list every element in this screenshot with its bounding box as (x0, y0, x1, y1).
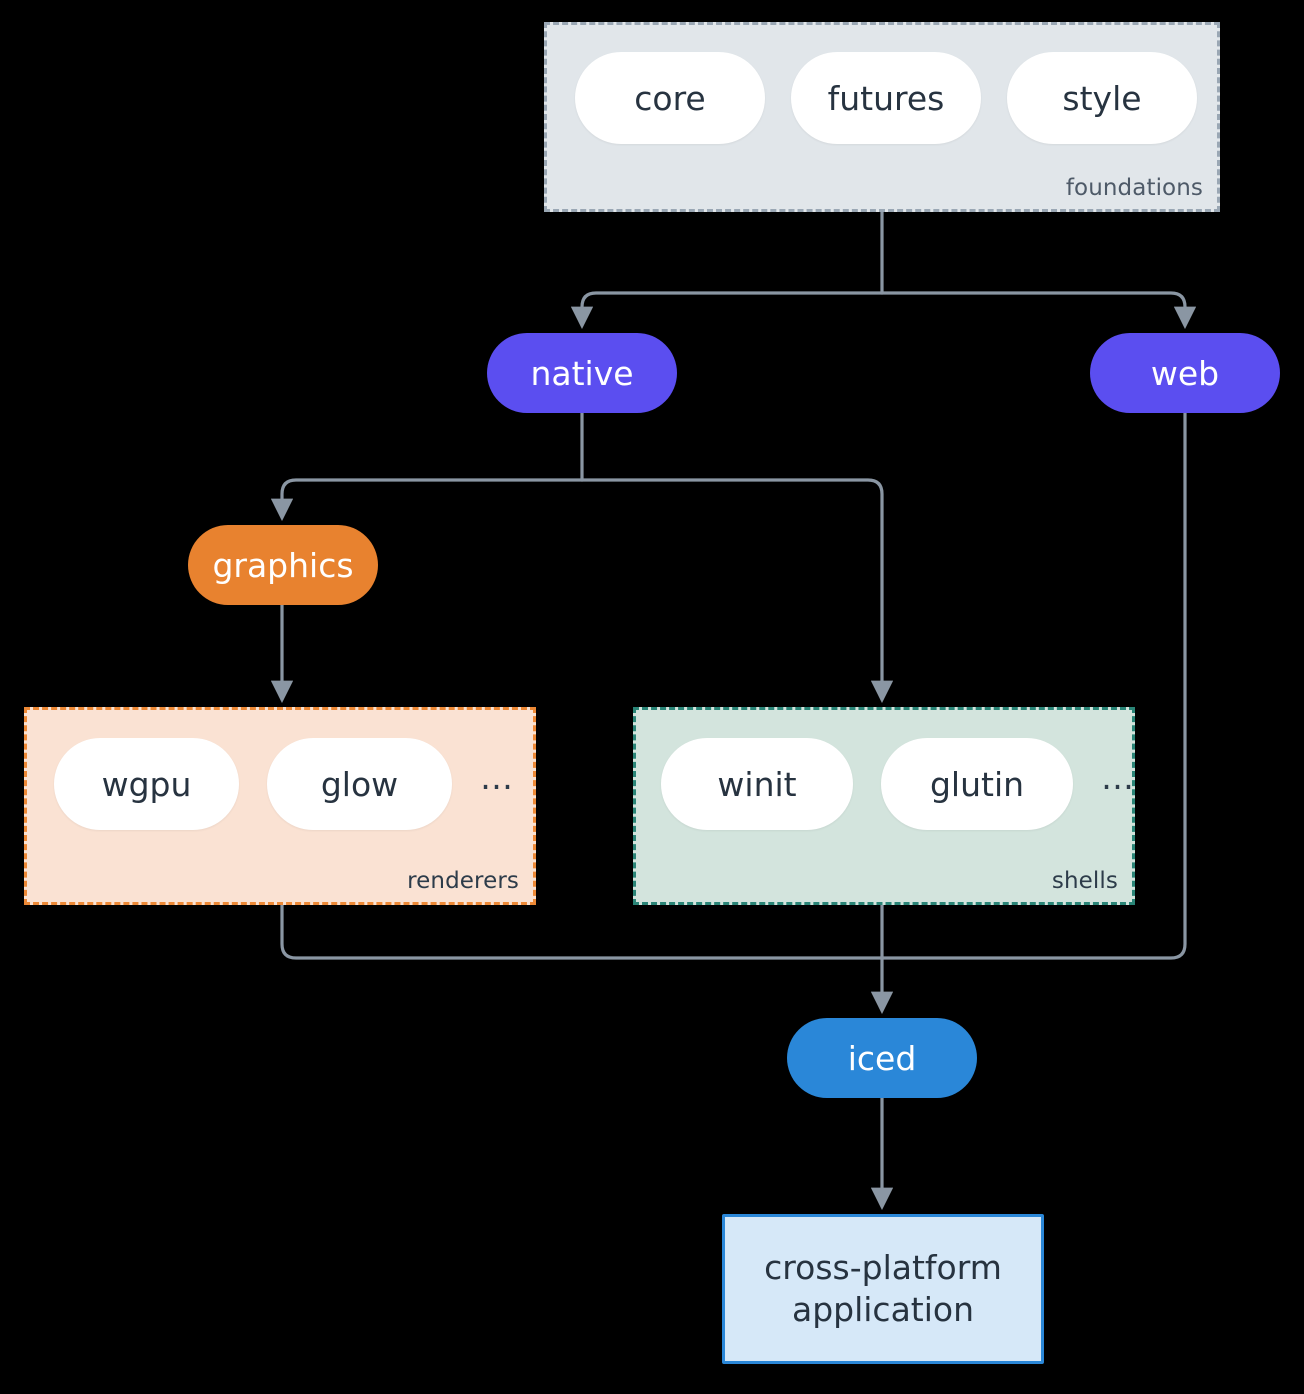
cluster-shells: winit glutin … shells (633, 707, 1135, 905)
node-graphics[interactable]: graphics (188, 525, 378, 605)
chip-winit[interactable]: winit (661, 738, 853, 830)
edge-renderers-to-iced (280, 903, 884, 960)
edge-foundations-to-native (570, 291, 884, 330)
chip-futures[interactable]: futures (791, 52, 981, 144)
cluster-renderers: wgpu glow … renderers (24, 707, 536, 905)
chip-glow[interactable]: glow (267, 738, 452, 830)
cluster-shells-label: shells (1051, 868, 1118, 894)
chip-style[interactable]: style (1007, 52, 1197, 144)
edge-foundations-to-web (880, 291, 1197, 330)
cluster-foundations-label: foundations (1065, 175, 1203, 201)
edge-native-to-graphics (270, 478, 584, 522)
chip-core[interactable]: core (575, 52, 765, 144)
cluster-renderers-items: wgpu glow … (27, 738, 533, 830)
cluster-foundations: core futures style foundations (544, 22, 1220, 212)
cluster-renderers-label: renderers (407, 868, 519, 894)
renderers-more-ellipsis: … (480, 757, 513, 797)
node-iced[interactable]: iced (787, 1018, 977, 1098)
cluster-foundations-items: core futures style (547, 52, 1217, 144)
cluster-shells-items: winit glutin … (636, 738, 1134, 830)
edge-native-to-shells (580, 478, 894, 704)
chip-wgpu[interactable]: wgpu (54, 738, 239, 830)
node-cross-platform-application[interactable]: cross-platform application (722, 1214, 1044, 1364)
chip-glutin[interactable]: glutin (881, 738, 1073, 830)
node-native[interactable]: native (487, 333, 677, 413)
application-label-line1: cross-platform (764, 1247, 1002, 1287)
node-web[interactable]: web (1090, 333, 1280, 413)
shells-more-ellipsis: … (1101, 757, 1134, 797)
application-label-line2: application (791, 1290, 975, 1329)
